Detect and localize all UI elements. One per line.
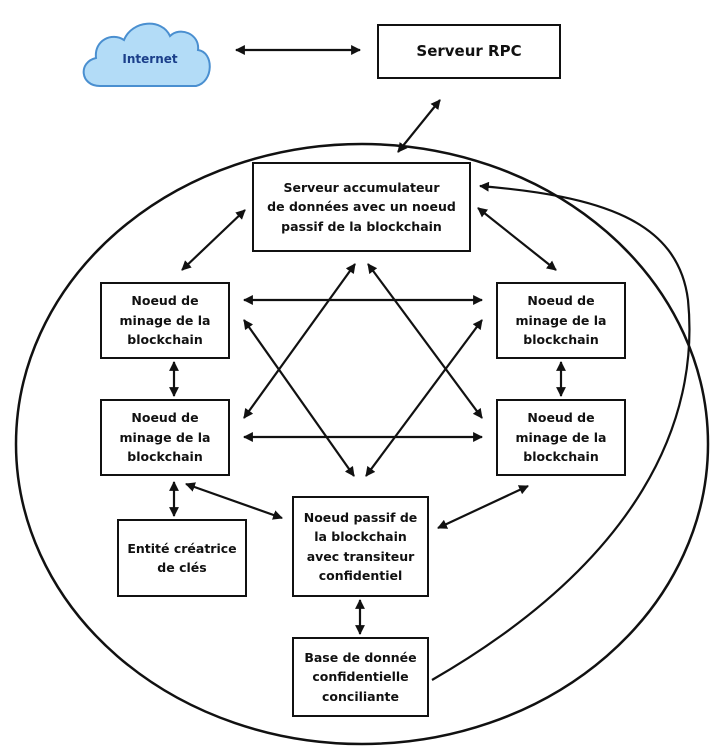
arrow-mining-top-right-passive <box>365 319 483 477</box>
mining-node-top-left-box: Noeud de minage de la blockchain <box>100 282 230 359</box>
key-entity-box: Entité créatrice de clés <box>117 519 247 597</box>
arrow-database-accumulator-curve <box>431 181 691 681</box>
internet-cloud-icon <box>82 22 211 87</box>
mining-node-bottom-right-box: Noeud de minage de la blockchain <box>496 399 626 476</box>
accumulator-server-box: Serveur accumulateur de données avec un … <box>252 162 471 252</box>
internet-label: Internet <box>122 52 178 66</box>
arrow-accumulator-mining-bottom-left <box>243 263 356 419</box>
network-boundary-circle <box>14 142 710 746</box>
mining-node-top-right-box: Noeud de minage de la blockchain <box>496 282 626 359</box>
arrow-accumulator-mining-top-right <box>477 207 557 271</box>
arrow-mining-bottom-right-passive <box>437 485 529 529</box>
passive-node-box: Noeud passif de la blockchain avec trans… <box>292 496 429 597</box>
database-box: Base de donnée confidentielle conciliant… <box>292 637 429 717</box>
arrow-mining-bottom-left-passive <box>185 482 283 520</box>
arrow-accumulator-mining-top-left <box>181 209 246 271</box>
rpc-server-box: Serveur RPC <box>377 24 561 79</box>
arrow-mining-top-left-passive <box>243 319 355 477</box>
arrow-rpc-accumulator <box>397 99 441 153</box>
mining-node-bottom-left-box: Noeud de minage de la blockchain <box>100 399 230 476</box>
